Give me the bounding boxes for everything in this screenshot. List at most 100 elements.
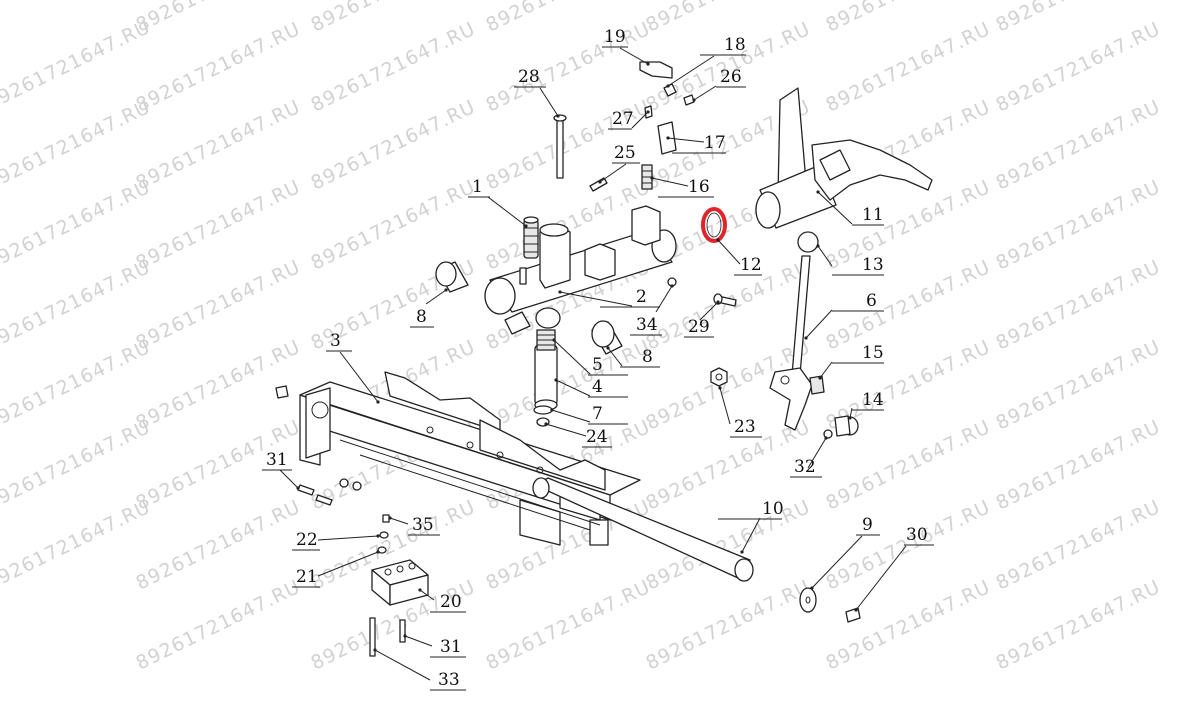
callout-12[interactable]: 12 bbox=[716, 238, 762, 276]
callout-label: 35 bbox=[412, 515, 434, 535]
callout-6[interactable]: 6 bbox=[804, 291, 884, 340]
callout-21[interactable]: 21 bbox=[292, 550, 380, 588]
part-20-block[interactable] bbox=[371, 559, 429, 606]
callout-9[interactable]: 9 bbox=[810, 515, 880, 590]
watermark-text: 89261721647.RU bbox=[0, 336, 154, 435]
callout-leader-line bbox=[855, 545, 907, 611]
callout-33[interactable]: 33 bbox=[373, 648, 466, 691]
part-32-screw[interactable] bbox=[823, 429, 833, 439]
callout-16[interactable]: 16 bbox=[650, 176, 714, 198]
part-9-disc[interactable] bbox=[799, 587, 817, 613]
watermark-text: 89261721647.RU bbox=[0, 96, 154, 195]
part-30-screw[interactable] bbox=[845, 607, 861, 623]
callout-1[interactable]: 1 bbox=[468, 177, 528, 228]
callout-label: 10 bbox=[762, 499, 784, 519]
callout-35[interactable]: 35 bbox=[388, 515, 440, 536]
callout-label: 8 bbox=[416, 307, 427, 327]
callout-label: 6 bbox=[866, 291, 877, 311]
watermark-text: 89261721647.RU bbox=[133, 176, 305, 275]
callout-arrow-tip bbox=[666, 136, 670, 140]
callout-8[interactable]: 8 bbox=[606, 346, 660, 368]
callout-27[interactable]: 27 bbox=[608, 109, 650, 130]
part-25-pin[interactable] bbox=[589, 177, 608, 192]
part-7-washer[interactable] bbox=[533, 405, 553, 415]
part-19-latch[interactable] bbox=[639, 61, 673, 79]
part-22-washer[interactable] bbox=[379, 531, 389, 539]
part-31-bolt-lower[interactable] bbox=[399, 619, 406, 643]
callout-leader-line bbox=[805, 309, 833, 339]
callout-3[interactable]: 3 bbox=[326, 331, 380, 404]
callout-arrow-tip bbox=[444, 288, 448, 292]
callout-10[interactable]: 10 bbox=[718, 499, 784, 554]
callout-20[interactable]: 20 bbox=[418, 588, 466, 613]
callout-label: 19 bbox=[604, 27, 626, 47]
part-1-spring-sleeve[interactable] bbox=[523, 216, 539, 259]
callout-leader-line bbox=[651, 177, 689, 187]
callout-label: 11 bbox=[862, 205, 884, 225]
callout-leader-line bbox=[389, 517, 409, 525]
part-13-ball[interactable] bbox=[797, 231, 819, 253]
watermark-text: 89261721647.RU bbox=[133, 256, 305, 355]
callout-leader-line bbox=[374, 649, 431, 681]
callout-arrow-tip bbox=[598, 180, 602, 184]
part-5-spring[interactable] bbox=[536, 329, 556, 351]
callout-label: 31 bbox=[440, 637, 462, 657]
callout-leader-line bbox=[607, 347, 623, 367]
part-6-rod[interactable] bbox=[769, 255, 813, 431]
part-28-long-bolt[interactable] bbox=[553, 114, 567, 179]
callout-25[interactable]: 25 bbox=[598, 143, 640, 184]
callout-2[interactable]: 2 bbox=[558, 287, 660, 308]
callout-leader-line bbox=[667, 55, 715, 87]
callout-arrow-tip bbox=[818, 376, 822, 380]
callout-13[interactable]: 13 bbox=[816, 244, 884, 276]
callout-8[interactable]: 8 bbox=[410, 288, 448, 328]
callout-14[interactable]: 14 bbox=[848, 390, 884, 420]
callout-11[interactable]: 11 bbox=[816, 190, 884, 226]
callout-23[interactable]: 23 bbox=[718, 386, 762, 438]
part-29-bolt[interactable] bbox=[713, 293, 737, 307]
callout-32[interactable]: 32 bbox=[790, 436, 828, 478]
callout-arrow-tip bbox=[848, 416, 852, 420]
part-4-post[interactable] bbox=[534, 344, 558, 411]
watermark-text: 89261721647.RU bbox=[0, 176, 154, 275]
part-33-bolt[interactable] bbox=[369, 617, 376, 657]
watermark-text: 89261721647.RU bbox=[993, 176, 1165, 275]
part-15-clip[interactable] bbox=[809, 375, 825, 395]
callout-31[interactable]: 31 bbox=[262, 450, 300, 490]
callout-leader-line bbox=[717, 239, 741, 265]
part-16-spring[interactable] bbox=[641, 164, 653, 190]
callout-15[interactable]: 15 bbox=[818, 343, 884, 380]
callout-34[interactable]: 34 bbox=[630, 284, 674, 336]
callout-arrow-tip bbox=[716, 300, 720, 304]
callout-5[interactable]: 5 bbox=[552, 338, 628, 376]
part-14-knob[interactable] bbox=[834, 415, 859, 437]
callout-29[interactable]: 29 bbox=[684, 300, 720, 338]
callout-arrow-tip bbox=[606, 346, 610, 350]
part-26-pin[interactable] bbox=[683, 94, 695, 106]
callout-31[interactable]: 31 bbox=[403, 634, 466, 658]
callout-24[interactable]: 24 bbox=[544, 422, 612, 448]
part-2-main-tube[interactable] bbox=[484, 205, 677, 335]
callout-26[interactable]: 26 bbox=[692, 67, 746, 102]
callout-7[interactable]: 7 bbox=[550, 404, 628, 425]
callout-30[interactable]: 30 bbox=[854, 525, 934, 612]
part-12-o-ring[interactable] bbox=[701, 207, 727, 243]
callout-19[interactable]: 19 bbox=[602, 27, 650, 66]
callout-22[interactable]: 22 bbox=[292, 530, 380, 551]
part-31-bolts-upper[interactable] bbox=[275, 385, 362, 506]
watermark-text: 89261721647.RU bbox=[823, 176, 995, 275]
part-11-handle[interactable] bbox=[755, 87, 933, 229]
callout-leader-line bbox=[693, 85, 717, 101]
callout-4[interactable]: 4 bbox=[554, 377, 628, 398]
part-10-long-tube[interactable] bbox=[532, 477, 754, 582]
callout-18[interactable]: 18 bbox=[666, 35, 746, 88]
callout-28[interactable]: 28 bbox=[514, 67, 560, 118]
part-23-nut[interactable] bbox=[710, 367, 728, 387]
callout-17[interactable]: 17 bbox=[666, 133, 726, 154]
part-8-bushing-right[interactable] bbox=[591, 320, 623, 355]
part-21-washer[interactable] bbox=[377, 546, 387, 554]
part-35-screw[interactable] bbox=[382, 514, 390, 523]
part-8-bushing-left[interactable] bbox=[435, 261, 469, 293]
watermark-text: 89261721647.RU bbox=[483, 336, 655, 435]
